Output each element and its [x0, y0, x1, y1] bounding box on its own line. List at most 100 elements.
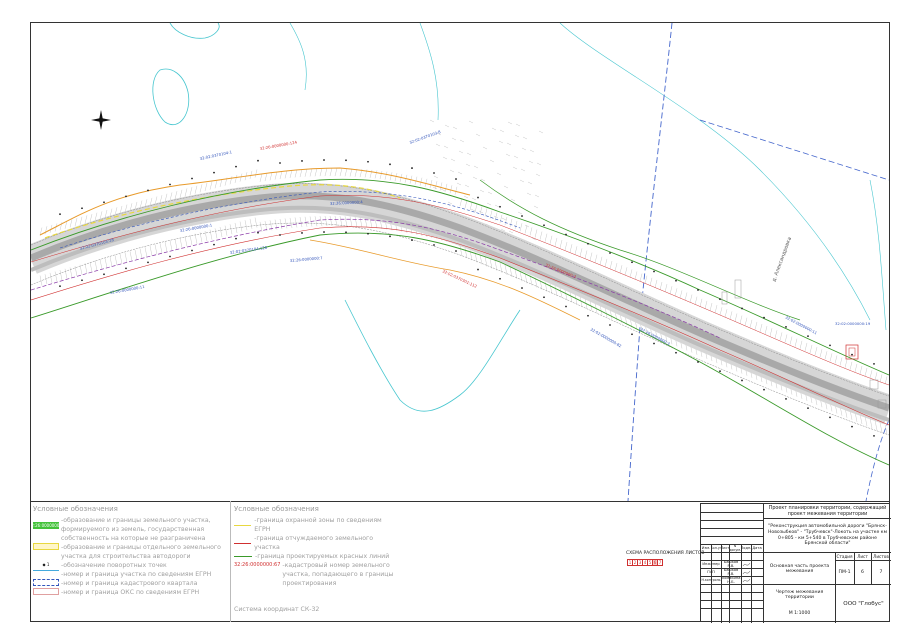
- turn-point-marker: [631, 333, 633, 336]
- turn-point-marker: [367, 232, 369, 235]
- tb-stage-label: Стадия: [836, 553, 853, 559]
- turn-point-marker: [433, 172, 435, 174]
- tb-sheets-total: 7: [879, 570, 883, 575]
- road-edge: [31, 222, 889, 436]
- tb-header-date: Дата: [752, 546, 762, 550]
- legend-item-protection-zone: -граница охранной зоны по сведениям ЕГРН: [254, 517, 382, 533]
- turn-point-marker: [499, 277, 501, 280]
- legend-swatch-egrn-parcel: [33, 570, 59, 577]
- turn-point-marker: [389, 235, 391, 238]
- legend-left: Условные обозначения 32:26:0000000:3 -об…: [33, 505, 228, 597]
- turn-point-marker: [609, 324, 611, 326]
- turn-point-marker: [345, 159, 347, 162]
- turn-point-marker: [257, 159, 259, 162]
- turn-point-marker: [741, 307, 743, 310]
- tb-header-kol: Кол.уч: [711, 546, 721, 550]
- turn-point-marker: [279, 234, 281, 236]
- parcel-label: 32:26:0000000:11: [109, 284, 145, 295]
- red-line-green: [31, 178, 889, 376]
- legend-swatch-cadnum: 32:26:0000000:67: [234, 562, 281, 568]
- turn-point-marker: [587, 242, 589, 245]
- tb-header-sign: Подп.: [741, 546, 751, 550]
- legend-swatch-cadastral-quarter: [33, 579, 59, 586]
- turn-point-marker: [565, 305, 567, 308]
- legend-swatch-protection-zone: [234, 524, 252, 526]
- turn-point-marker: [147, 189, 149, 192]
- quarter-boundary: [699, 119, 889, 181]
- turn-point-marker: [785, 326, 787, 328]
- red-line-green: [479, 179, 801, 321]
- turn-point-marker: [807, 407, 809, 410]
- turn-point-marker: [323, 231, 325, 233]
- turn-point-marker: [763, 388, 765, 391]
- water-contour: [559, 23, 871, 321]
- alienated-boundary-red: [31, 226, 889, 426]
- legend-left-title: Условные обозначения: [33, 505, 118, 513]
- turn-point-marker: [829, 416, 831, 419]
- turn-point-marker: [59, 213, 61, 216]
- parcel-label: 32:26:0000000:124: [259, 139, 298, 151]
- turn-point-marker: [367, 160, 369, 163]
- turn-point-marker: [257, 231, 259, 234]
- parcel-label: 32:02:0370104:126: [229, 245, 268, 255]
- tb-role: ГИП: [707, 570, 715, 574]
- plot-boundary-yellow: [44, 184, 401, 239]
- road-carriageway: [31, 192, 889, 412]
- tb-company: ООО "Глобус": [843, 600, 884, 607]
- tb-drawing-title: Чертеж межевания территории: [775, 590, 824, 600]
- legend-swatch-red-lines: [234, 556, 252, 557]
- turn-point-marker: [235, 165, 237, 168]
- turn-point-marker: [279, 162, 281, 164]
- building: [734, 279, 742, 299]
- turn-point-marker: [345, 231, 347, 234]
- turn-point-marker: [675, 351, 677, 354]
- parcel-label: 32:26:0000000:4: [330, 199, 364, 206]
- water-contour: [344, 299, 521, 412]
- turn-point-marker: [455, 178, 457, 180]
- building: [869, 379, 879, 390]
- legend-item-cadnum: -кадастровый номер земельного участка, п…: [282, 562, 394, 587]
- parcel-label: 32:02:0000000:82: [590, 327, 624, 349]
- tb-object-name: "Реконструкция автомобильной дороги "Бря…: [767, 524, 888, 547]
- turn-point-marker: [191, 177, 193, 180]
- turn-point-marker: [169, 255, 171, 258]
- turn-point-marker: [213, 243, 215, 246]
- turn-point-marker: [719, 298, 721, 301]
- turn-point-marker: [455, 250, 457, 252]
- turn-point-marker: [741, 379, 743, 382]
- water-contour: [289, 23, 439, 121]
- scheme-cell: 7: [657, 559, 663, 566]
- turn-point-marker: [477, 268, 479, 271]
- alienated-boundary-red: [31, 195, 889, 386]
- turn-point-marker: [301, 232, 303, 234]
- tb-scale: М 1:1000: [788, 611, 811, 616]
- tb-header-izm: Изм.: [701, 546, 711, 550]
- title-block: Изм. Кол.уч Лист N докум. Подп. Дата Инж…: [700, 503, 891, 623]
- legend-item-cadastral-quarter: -номер и граница кадастрового квартала: [61, 580, 198, 587]
- tb-header-doc: N докум.: [729, 544, 741, 552]
- building: [721, 291, 728, 305]
- turn-point-marker: [587, 314, 589, 317]
- turn-point-marker: [389, 163, 391, 166]
- tb-part: Основная часть проекта межевания: [769, 563, 830, 574]
- legend-right: Условные обозначения -граница охранной з…: [234, 505, 394, 613]
- turn-point-marker: [235, 237, 237, 240]
- turn-point-marker: [851, 353, 853, 356]
- turn-point-marker: [873, 362, 875, 365]
- turn-point-marker: [477, 196, 479, 199]
- turn-point-marker: [807, 335, 809, 338]
- north-arrow-icon: [91, 110, 111, 130]
- turn-point-marker: [103, 201, 105, 204]
- red-line-green: [31, 232, 889, 466]
- quarter-boundary: [59, 191, 521, 249]
- turn-point-marker: [411, 167, 413, 169]
- turn-point-marker: [323, 159, 325, 161]
- turn-point-marker: [521, 215, 523, 217]
- turn-point-marker: [675, 279, 677, 282]
- turn-point-marker: [191, 249, 193, 252]
- tb-role: Инженер: [702, 562, 720, 566]
- tb-sheet-label: Лист: [857, 553, 868, 559]
- parcel-label: 32:02:0370104:1: [199, 149, 233, 161]
- turn-point-marker: [125, 267, 127, 270]
